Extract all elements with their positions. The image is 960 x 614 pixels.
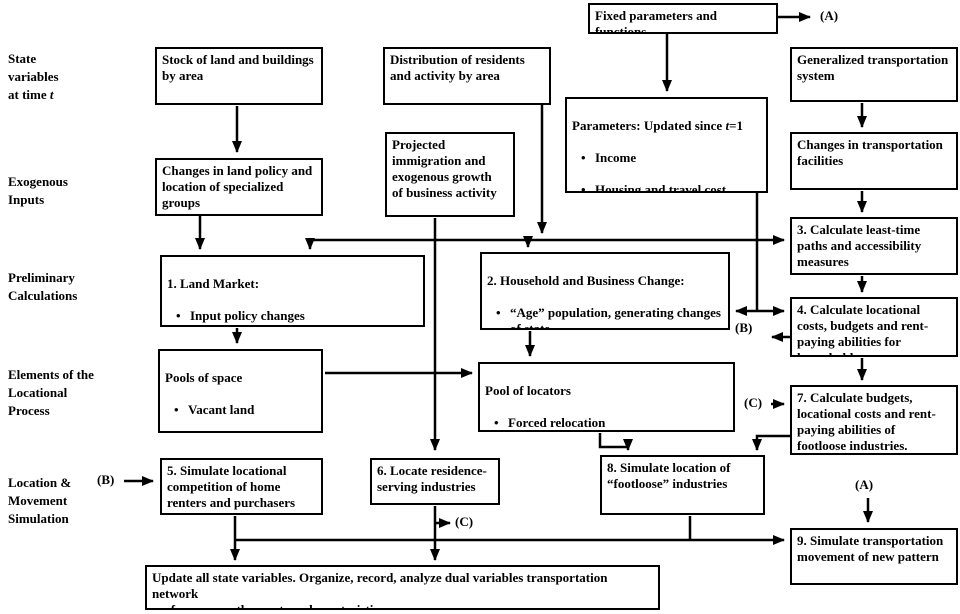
box-parameters-updated: Parameters: Updated since t=1 • Income • H… xyxy=(565,97,768,193)
box-2-household-business-change: 2. Household and Business Change: • “Age”… xyxy=(480,252,730,330)
box-1-title: 1. Land Market: xyxy=(167,276,260,291)
box-4-locational-costs: 4. Calculate locational costs, budgets a… xyxy=(790,297,958,357)
connector-label-b-left: (B) xyxy=(97,472,115,487)
list-item: • Income xyxy=(572,150,761,166)
title-italic-t: t xyxy=(725,118,730,133)
stage-label-elements-locational-process: Elements of the Locational Process xyxy=(8,367,94,418)
stage-label-location-movement-simulation: Location & Movement Simulation xyxy=(8,475,72,526)
title-text: =1 xyxy=(729,118,743,133)
stage-label-exogenous-inputs: Exogenous Inputs xyxy=(8,174,68,207)
box-2-title: 2. Household and Business Change: xyxy=(487,273,685,288)
bullet-item: Input policy changes xyxy=(190,308,305,323)
bullet-item: Income xyxy=(595,150,637,165)
box-3-least-time-paths: 3. Calculate least-time paths and access… xyxy=(790,217,958,275)
box-7-footloose-budgets: 7. Calculate budgets, locational costs a… xyxy=(790,385,958,455)
box-1-land-market: 1. Land Market: •Input policy changes •M… xyxy=(160,255,425,327)
bullet-icon: • xyxy=(174,402,179,417)
box-changes-land-policy: Changes in land policy and location of s… xyxy=(155,158,323,216)
box-distribution-residents: Distribution of residents and activity b… xyxy=(383,47,551,105)
box-update-state-variables: Update all state variables. Organize, re… xyxy=(145,565,660,610)
bullet-icon: • xyxy=(581,182,586,193)
bullet-icon: • xyxy=(496,305,501,320)
list-item: • Input policy changes xyxy=(167,308,418,324)
box-5-home-competition: 5. Simulate locational competition of ho… xyxy=(160,458,323,515)
list-item: • Forced relocation xyxy=(485,415,728,430)
connector-label-c-mid: (C) xyxy=(744,395,763,410)
pools-of-space-title: Pools of space xyxy=(165,370,243,385)
connector-label-b-mid: (B) xyxy=(735,320,753,335)
stage-label-state-variables: State variables at time t xyxy=(8,50,59,104)
box-changes-transportation: Changes in transportation facilities xyxy=(790,132,958,190)
box-pools-of-space: Pools of space •Vacant land •Redeveloped… xyxy=(158,349,323,433)
box-pool-of-locators: Pool of locators •Forced relocation •Vol… xyxy=(478,362,735,432)
box-fixed-parameters: Fixed parameters and functions xyxy=(588,3,778,34)
title-text: Parameters: Updated since xyxy=(572,118,726,133)
bullet-item: “Age” population, generating changes of … xyxy=(510,305,721,330)
box-8-footloose-location: 8. Simulate location of “footloose” indu… xyxy=(600,455,765,515)
box-parameters-updated-title: Parameters: Updated since t=1 xyxy=(572,118,761,134)
box-6-residence-serving: 6. Locate residence- serving industries xyxy=(370,458,500,505)
bullet-icon: • xyxy=(494,415,499,430)
box-projected-immigration: Projected immigration and exogenous grow… xyxy=(385,132,515,217)
stage-label-text: State variables at time xyxy=(8,51,59,102)
bullet-icon: • xyxy=(581,150,586,165)
bullet-item: Forced relocation xyxy=(508,415,606,430)
connector-label-a-top: (A) xyxy=(820,8,839,23)
connector-label-c-right: (C) xyxy=(455,514,474,529)
box-generalized-transportation: Generalized transportation system xyxy=(790,47,958,102)
box-stock-of-land: Stock of land and buildings by area xyxy=(155,47,323,105)
bullet-item: Housing and travel cost xyxy=(595,182,727,193)
list-item: • Housing and travel cost xyxy=(572,182,761,193)
bullet-item: Vacant land xyxy=(188,402,255,417)
box-9-transportation-movement: 9. Simulate transportation movement of n… xyxy=(790,528,958,585)
list-item: • Vacant land xyxy=(165,402,316,418)
list-item: • “Age” population, generating changes of… xyxy=(487,305,723,330)
bullet-icon: • xyxy=(176,308,181,323)
pool-of-locators-title: Pool of locators xyxy=(485,383,571,398)
stage-label-preliminary-calculations: Preliminary Calculations xyxy=(8,270,78,303)
stage-label-italic-t: t xyxy=(49,87,54,102)
connector-label-a-bottom: (A) xyxy=(855,477,874,492)
